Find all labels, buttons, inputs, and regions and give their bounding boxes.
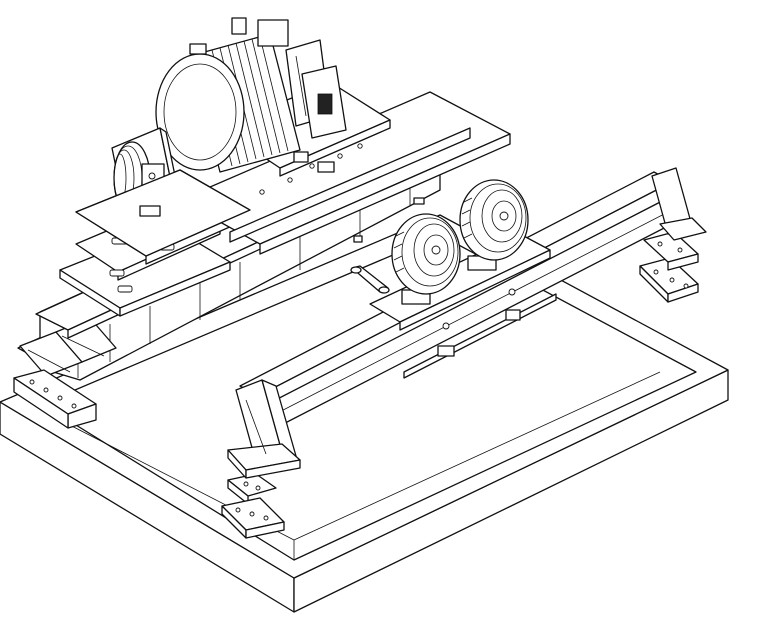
- sheave-front: [391, 213, 461, 295]
- sheave-rear: [459, 179, 529, 261]
- machine-bedplate: [17, 91, 511, 381]
- anchor-plates: [13, 231, 699, 539]
- deflector-sheaves: [350, 179, 529, 295]
- brake-unit: [75, 127, 251, 257]
- sheave-shaft: [350, 265, 390, 294]
- traction-motor: [155, 17, 391, 177]
- sheave-support-beam: [227, 167, 707, 479]
